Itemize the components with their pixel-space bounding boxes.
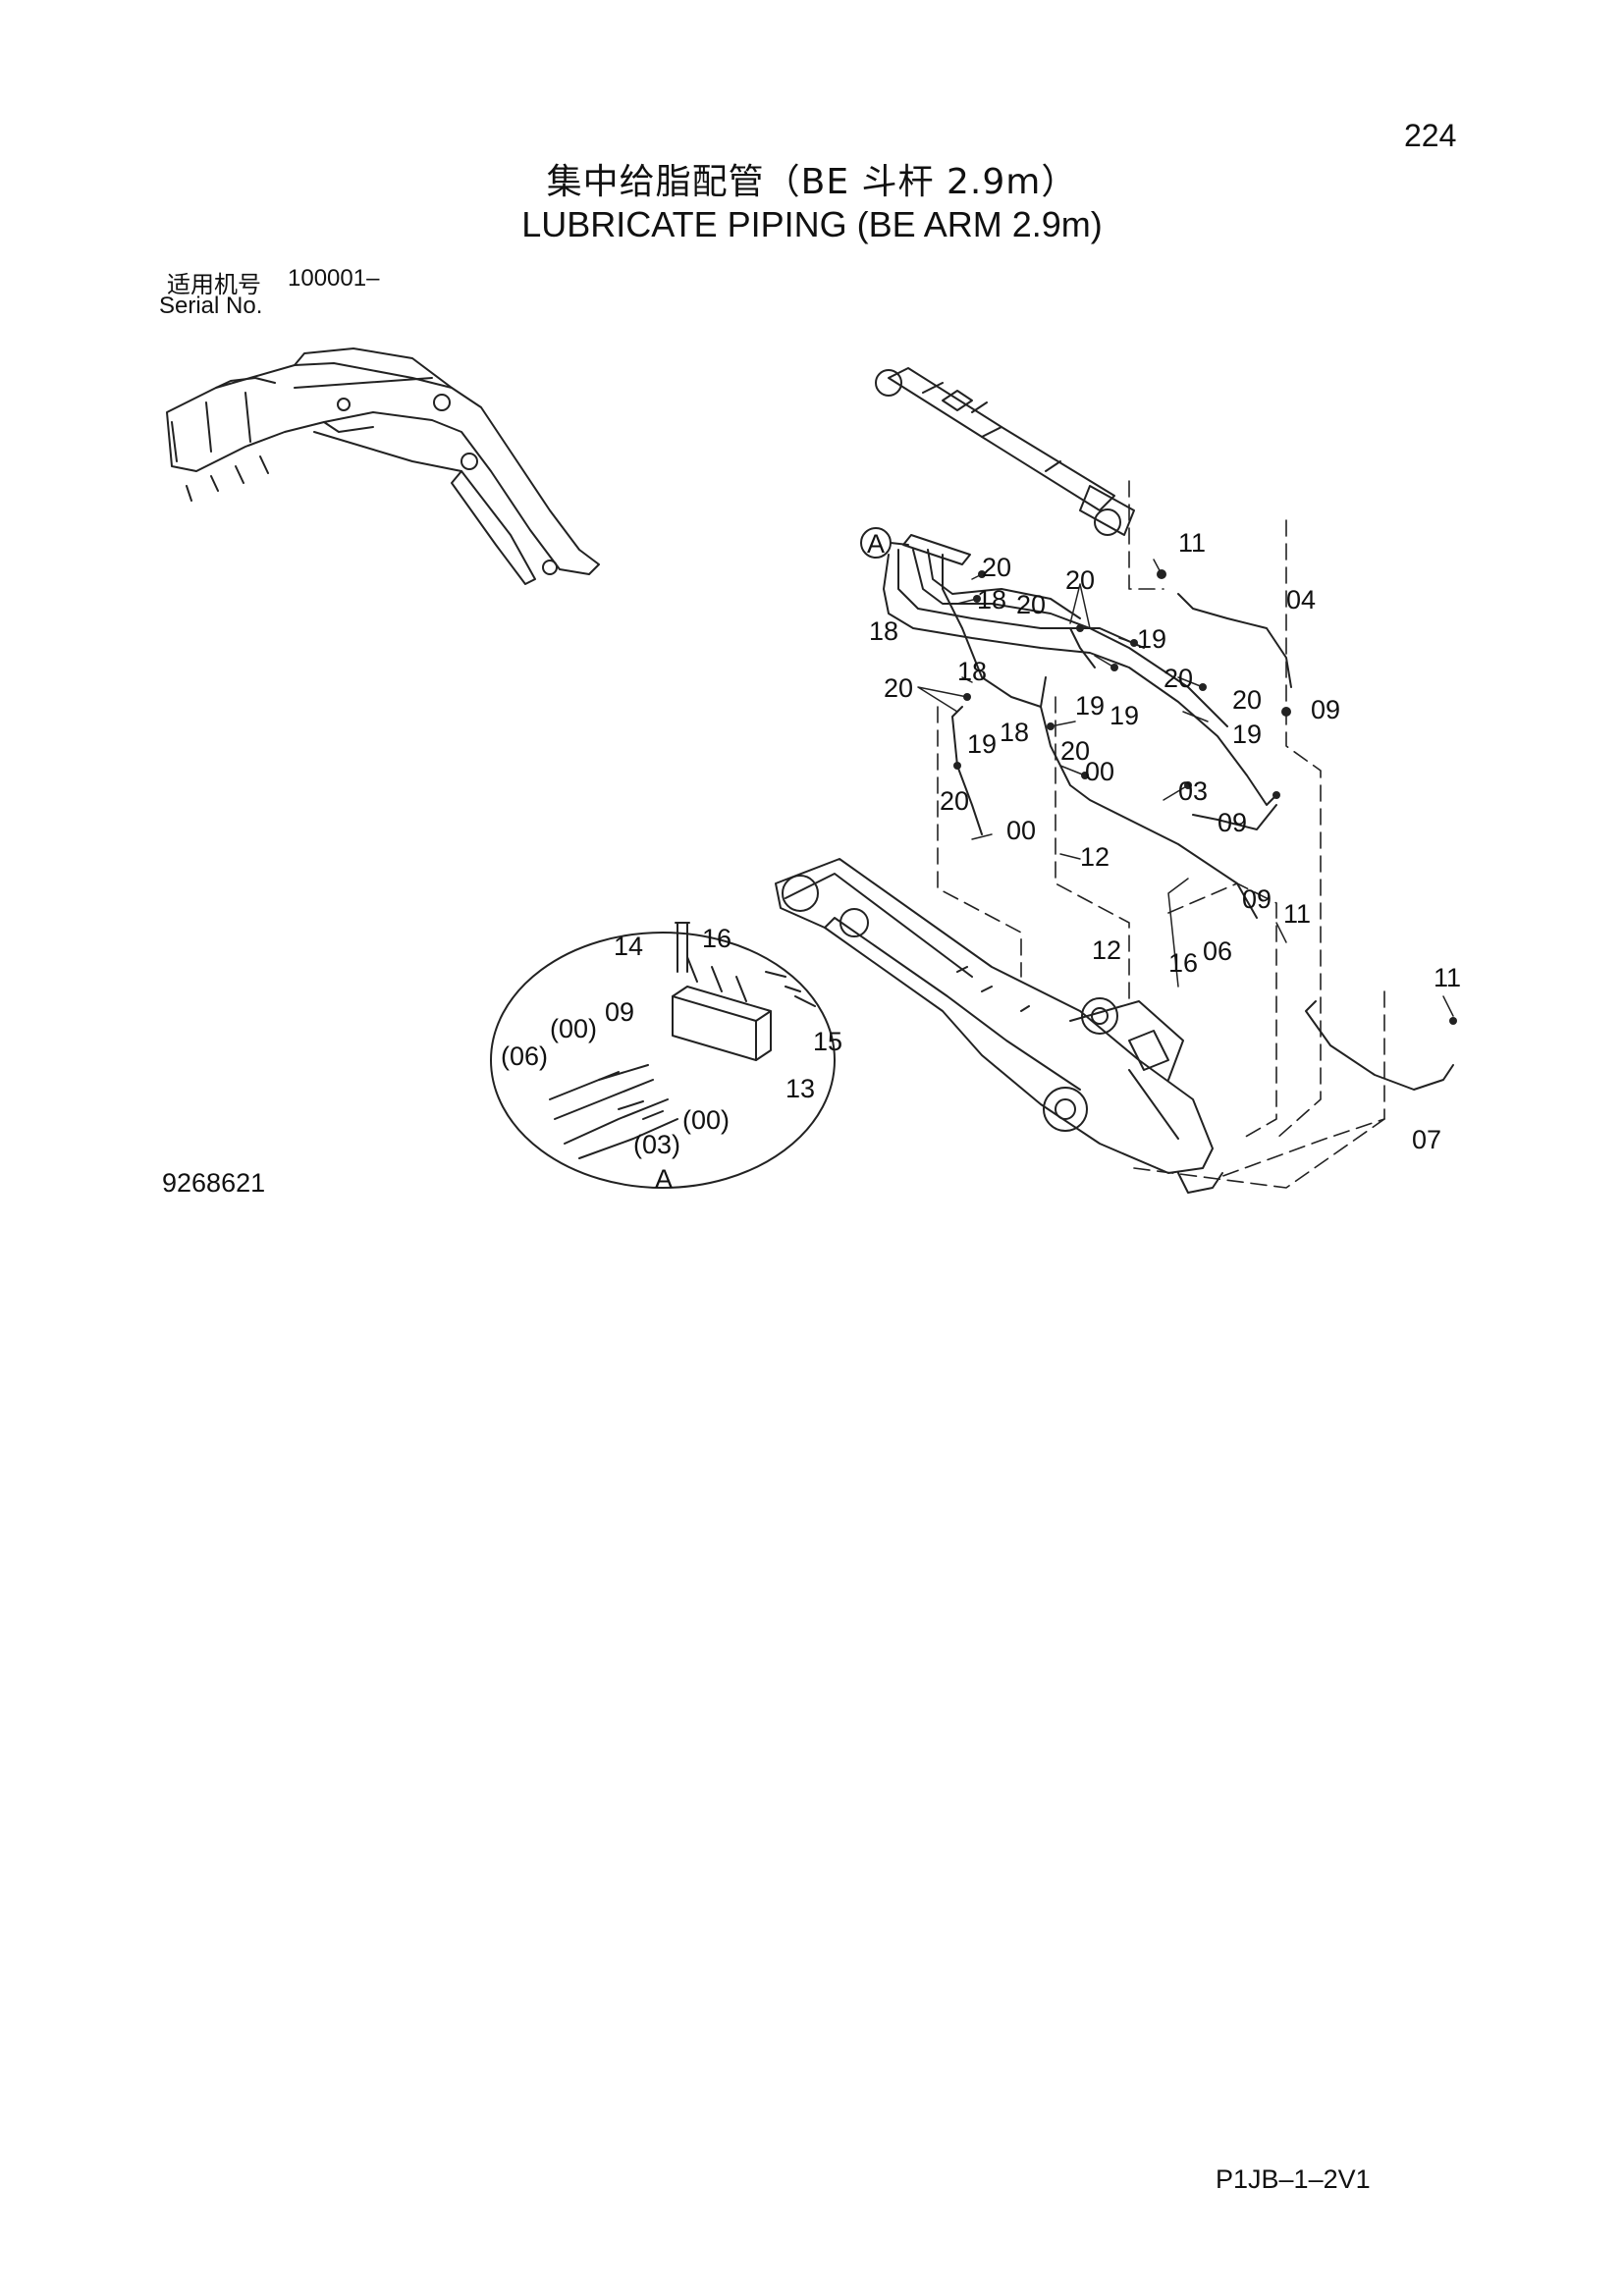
callout-20: 20 [1016, 590, 1046, 619]
callout-19: 19 [1075, 691, 1105, 721]
arm-cylinder-illustration [875, 367, 1135, 536]
detail-callout-00: (00) [550, 1014, 597, 1043]
serial-label-chinese: 适用机号 [167, 271, 261, 298]
callout-11: 11 [1434, 963, 1461, 992]
grease-fittings [953, 569, 1457, 1025]
callout-20: 20 [1164, 664, 1193, 693]
callout-20: 20 [1232, 685, 1262, 715]
phantom-lines [937, 480, 1385, 1189]
detail-callout-15: 15 [813, 1027, 842, 1056]
detail-callout-06: (06) [501, 1041, 548, 1071]
callout-06: 06 [1203, 936, 1232, 966]
callout-11: 11 [1178, 528, 1206, 558]
callout-09: 09 [1311, 695, 1340, 724]
callout-03: 03 [1178, 776, 1208, 806]
title-chinese: 集中给脂配管（BE 斗杆 2.9m） [546, 162, 1078, 202]
detail-callout-03: (03) [633, 1130, 680, 1159]
part-callouts: 11 04 20 18 20 20 18 19 20 20 18 19 19 2… [869, 528, 1461, 1154]
callout-19: 19 [1137, 624, 1166, 654]
callout-12: 12 [1080, 842, 1110, 872]
detail-callouts: 14 16 09 (00) (06) 15 13 (00) (03) [501, 924, 842, 1159]
callout-04: 04 [1286, 585, 1316, 614]
callout-00: 00 [1085, 757, 1114, 786]
callout-20: 20 [1060, 736, 1090, 766]
serial-value: 100001– [288, 265, 380, 292]
callout-18: 18 [977, 585, 1006, 614]
title-english: LUBRICATE PIPING (BE ARM 2.9m) [521, 204, 1103, 244]
detail-caption-a: A [655, 1164, 673, 1194]
callout-18: 18 [869, 616, 898, 646]
callout-09: 09 [1242, 884, 1272, 914]
serial-label-english: Serial No. [159, 293, 263, 319]
callout-19: 19 [967, 729, 997, 759]
main-arm-illustration [775, 858, 1223, 1194]
callout-18: 18 [1000, 718, 1029, 747]
callout-09: 09 [1218, 808, 1247, 837]
callout-20: 20 [982, 553, 1011, 582]
detail-callout-09: 09 [605, 997, 634, 1027]
callout-07: 07 [1412, 1125, 1441, 1154]
lube-hoses [883, 549, 1454, 1091]
callout-20: 20 [1065, 565, 1095, 595]
detail-callout-00: (00) [682, 1105, 730, 1135]
detail-view-a [490, 922, 836, 1189]
detail-callout-13: 13 [785, 1074, 815, 1103]
callout-20: 20 [884, 673, 913, 703]
callout-16: 16 [1168, 948, 1198, 978]
detail-marker-a: A [867, 529, 885, 559]
page-code: P1JB–1–2V1 [1216, 2164, 1371, 2194]
callout-18: 18 [957, 657, 987, 686]
detail-callout-14: 14 [614, 932, 643, 961]
callout-11: 11 [1283, 899, 1311, 929]
detail-marker-leader [890, 542, 909, 546]
callout-19: 19 [1110, 701, 1139, 730]
grease-manifold [902, 534, 971, 565]
callout-12: 12 [1092, 935, 1121, 965]
detail-callout-16: 16 [702, 924, 731, 953]
drawing-number: 9268621 [162, 1168, 266, 1198]
callout-00: 00 [1006, 816, 1036, 845]
overview-arm-illustration [166, 347, 600, 585]
callout-20: 20 [940, 786, 969, 816]
page-number: 224 [1404, 118, 1457, 153]
callout-19: 19 [1232, 720, 1262, 749]
